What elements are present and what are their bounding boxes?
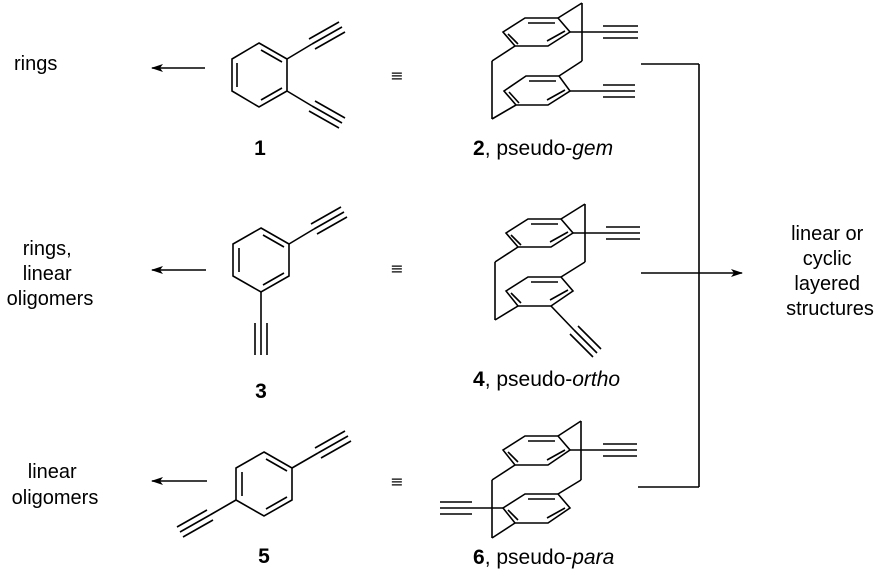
combined-product-label: linear or cyclic layered structures: [786, 223, 874, 320]
compound-number-3: 3: [255, 380, 267, 403]
equivalence-symbol-row2: ≡: [390, 259, 403, 278]
equivalence-symbol-row1: ≡: [390, 66, 403, 85]
structure-6-pseudo-para-cyclophane: [440, 420, 637, 539]
cyclophane-label-6: 6, pseudo-para: [473, 546, 614, 569]
product-label-row2: rings, linear oligomers: [7, 238, 94, 310]
cyclophane-label-4: 4, pseudo-ortho: [473, 368, 620, 391]
combining-bracket: [638, 63, 700, 488]
cyclophane-label-2: 2, pseudo-gem: [473, 137, 613, 160]
product-label-row1: rings: [14, 53, 57, 75]
compound-number-1: 1: [254, 137, 266, 160]
structure-2-pseudo-gem-cyclophane: [491, 2, 638, 120]
structure-4-pseudo-ortho-cyclophane: [494, 203, 640, 358]
equivalence-symbol-row3: ≡: [390, 472, 403, 491]
structure-1-ortho-diethynylbenzene: [231, 21, 346, 129]
compound-number-5: 5: [258, 545, 270, 568]
product-label-row3: linear oligomers: [12, 461, 99, 509]
structure-3-meta-diethynylbenzene: [232, 206, 348, 355]
structure-5-para-diethynylbenzene: [176, 430, 352, 538]
